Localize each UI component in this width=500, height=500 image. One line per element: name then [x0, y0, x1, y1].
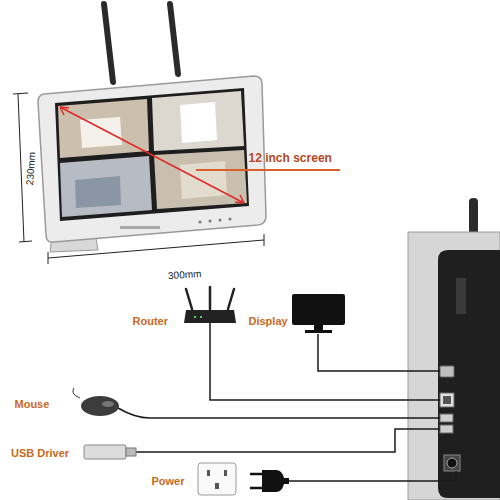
monitor-screen	[55, 88, 249, 221]
illustration-part	[136, 429, 440, 452]
router-icon	[184, 287, 236, 323]
illustration-part	[314, 325, 323, 330]
illustration-part	[440, 414, 453, 422]
illustration-part	[235, 195, 244, 203]
illustration-part	[289, 471, 456, 481]
illustration-part	[443, 396, 451, 404]
dimension-label: 230mm	[24, 151, 37, 185]
illustration-part	[118, 408, 440, 418]
illustration-part	[250, 474, 262, 488]
illustration-part	[440, 393, 454, 407]
illustration-part	[73, 388, 80, 398]
monitor-bezel	[38, 76, 266, 242]
camera-views	[58, 91, 247, 217]
port-label: Router	[133, 315, 168, 327]
illustration-part	[48, 240, 264, 258]
illustration-part	[262, 470, 289, 492]
illustration-part	[18, 94, 24, 242]
illustration-part	[58, 99, 149, 158]
port-label: Power	[152, 475, 185, 487]
illustration-part	[456, 278, 466, 314]
illustration-part	[318, 334, 440, 371]
nvr-side-view	[408, 198, 500, 500]
illustration-part	[209, 220, 212, 223]
display-icon	[292, 294, 345, 333]
illustration-part	[126, 448, 136, 456]
illustration-part	[224, 470, 227, 476]
usb-drive-icon	[84, 445, 136, 459]
illustration-part	[408, 232, 500, 500]
illustration-part	[180, 161, 227, 199]
power-plug-icon	[250, 470, 289, 492]
illustration-part	[305, 330, 332, 333]
illustration-part	[199, 221, 202, 224]
illustration-part	[170, 4, 178, 74]
illustration-part	[200, 316, 202, 318]
power-outlet-icon	[198, 463, 236, 495]
monitor-antennas	[104, 4, 178, 82]
illustration-part	[48, 234, 264, 264]
illustration-part	[215, 483, 219, 489]
illustration-part	[180, 102, 217, 143]
illustration-part	[210, 323, 440, 400]
illustration-part	[207, 470, 210, 476]
port-label: Mouse	[15, 398, 50, 410]
callout-label: 12 inch screen	[249, 152, 332, 165]
illustration-part	[84, 445, 126, 459]
illustration-part	[229, 218, 232, 221]
illustration-part	[219, 219, 222, 222]
illustration-part	[292, 294, 345, 325]
bezel-buttons	[120, 218, 232, 230]
illustration-part	[120, 226, 160, 229]
illustration-part	[81, 396, 119, 416]
illustration-part	[60, 107, 244, 203]
screen-diagonal	[60, 107, 244, 203]
illustration-part	[60, 107, 69, 115]
mouse-icon	[73, 388, 119, 416]
illustration-part	[75, 176, 121, 208]
illustration-part	[80, 117, 122, 148]
illustration-part	[438, 250, 500, 498]
port-label: USB Driver	[11, 447, 69, 459]
illustration-part	[60, 156, 152, 217]
illustration-part	[198, 463, 236, 495]
illustration-part	[152, 91, 244, 151]
leader-line	[196, 169, 340, 171]
illustration-part	[444, 455, 460, 471]
illustration-part	[440, 425, 453, 433]
dimension-label: 300mm	[167, 267, 201, 280]
illustration-part	[194, 316, 196, 318]
illustration-part	[102, 401, 114, 407]
illustration-part	[186, 287, 234, 309]
illustration-part	[447, 458, 457, 468]
illustration-part	[184, 310, 236, 323]
illustration-part	[104, 4, 113, 82]
dimension-lines	[13, 93, 264, 264]
cables	[118, 323, 456, 481]
port-label: Display	[249, 315, 288, 327]
illustration-part	[440, 366, 454, 377]
